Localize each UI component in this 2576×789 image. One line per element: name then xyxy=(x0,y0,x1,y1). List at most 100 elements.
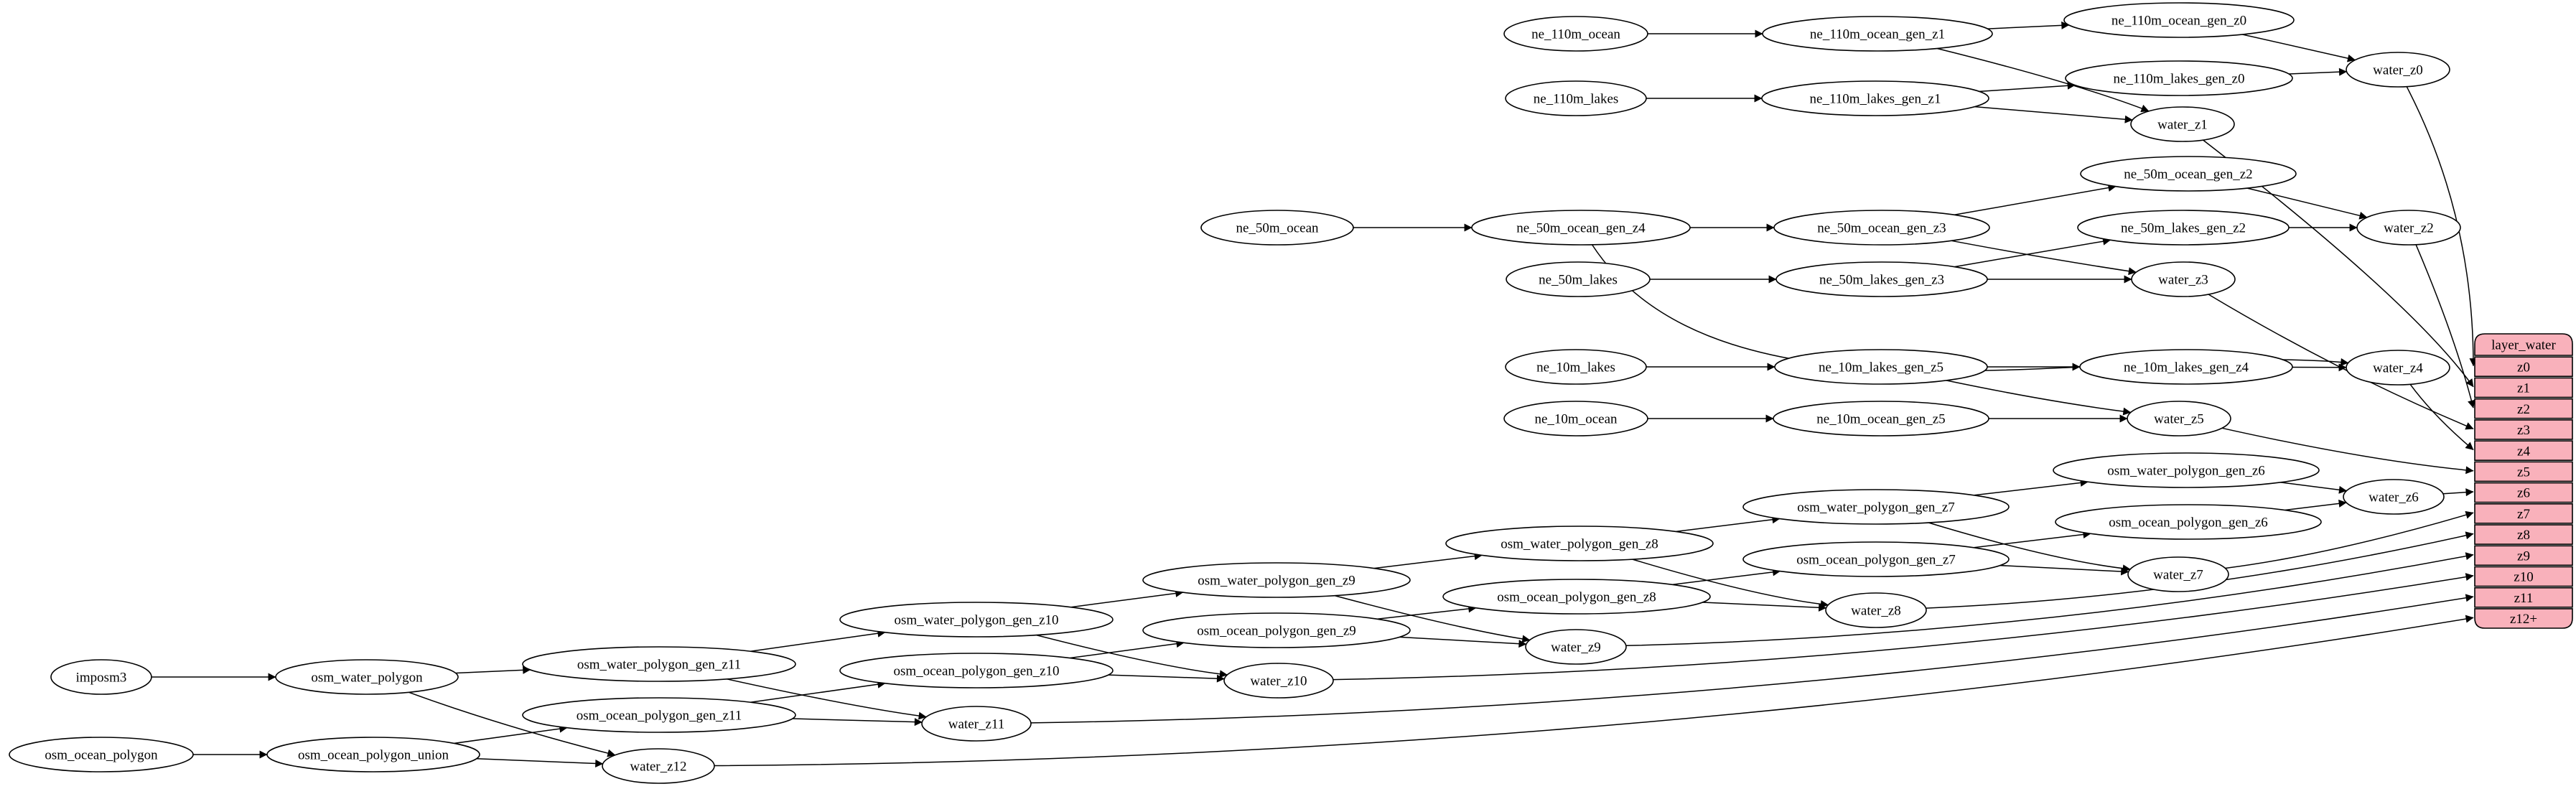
table-row-z10 xyxy=(2474,566,2573,587)
node-osm_water_polygon_gen_z9: osm_water_polygon_gen_z9 xyxy=(1142,562,1411,598)
table-layer_water: layer_waterz0z1z2z3z4z5z6z7z8z9z10z11z12… xyxy=(2474,333,2573,629)
node-ne_50m_lakes_gen_z3: ne_50m_lakes_gen_z3 xyxy=(1775,261,1988,297)
node-label-water_z10: water_z10 xyxy=(1250,674,1307,689)
node-ellipse-osm_ocean_polygon xyxy=(9,737,194,772)
edge-osm_ocean_polygon_gen_z8-to-osm_ocean_polygon_gen_z7 xyxy=(1672,568,1781,586)
node-ne_50m_ocean_gen_z2: ne_50m_ocean_gen_z2 xyxy=(2080,156,2297,192)
node-label-ne_10m_lakes_gen_z5: ne_10m_lakes_gen_z5 xyxy=(1819,360,1943,375)
table-row-label-z9: z9 xyxy=(2517,548,2530,564)
edge-ne_50m_ocean_gen_z3-to-ne_50m_ocean_gen_z2 xyxy=(1954,184,2117,216)
edge-osm_water_polygon_gen_z9-to-water_z9 xyxy=(1334,594,1531,643)
edge-osm_water_polygon_gen_z8-to-water_z8 xyxy=(1632,559,1829,608)
node-label-osm_ocean_polygon_gen_z11: osm_ocean_polygon_gen_z11 xyxy=(577,709,742,724)
node-label-water_z2: water_z2 xyxy=(2384,221,2434,236)
node-label-water_z6: water_z6 xyxy=(2369,490,2419,505)
node-water_z1: water_z1 xyxy=(2130,106,2235,142)
node-water_z0: water_z0 xyxy=(2346,52,2450,88)
node-water_z5: water_z5 xyxy=(2127,401,2231,436)
node-osm_ocean_polygon: osm_ocean_polygon xyxy=(9,737,194,772)
node-ellipse-ne_10m_ocean xyxy=(1503,401,1648,436)
node-ellipse-osm_water_polygon xyxy=(275,659,459,695)
node-osm_water_polygon_gen_z11: osm_water_polygon_gen_z11 xyxy=(522,646,796,682)
node-osm_ocean_polygon_gen_z11: osm_ocean_polygon_gen_z11 xyxy=(522,697,796,733)
edge-ne_50m_ocean_gen_z2-to-water_z2 xyxy=(2247,187,2368,220)
table-row-z11 xyxy=(2474,587,2573,608)
table-row-label-z10: z10 xyxy=(2514,570,2533,585)
node-ellipse-osm_water_polygon_gen_z10 xyxy=(839,602,1114,638)
edge-water_z11-to-layer_water-z11 xyxy=(1030,594,2474,724)
node-label-osm_water_polygon: osm_water_polygon xyxy=(311,671,423,686)
node-ne_10m_lakes: ne_10m_lakes xyxy=(1505,349,1647,385)
table-row-label-z0: z0 xyxy=(2517,360,2530,375)
table-row-z6 xyxy=(2474,482,2573,503)
node-ellipse-ne_50m_ocean_gen_z2 xyxy=(2080,156,2297,192)
node-label-ne_10m_ocean_gen_z5: ne_10m_ocean_gen_z5 xyxy=(1816,412,1945,427)
node-ellipse-ne_10m_ocean_gen_z5 xyxy=(1773,401,1989,436)
node-label-water_z3: water_z3 xyxy=(2158,273,2208,288)
edge-osm_ocean_polygon_gen_z9-to-water_z9 xyxy=(1399,636,1527,648)
node-ne_10m_ocean: ne_10m_ocean xyxy=(1503,401,1648,436)
edge-water_z12-to-layer_water-z12+ xyxy=(714,615,2474,767)
edge-water_z5-to-layer_water-z5 xyxy=(2221,427,2474,475)
table-row-label-z8: z8 xyxy=(2517,528,2530,543)
node-label-osm_water_polygon_gen_z9: osm_water_polygon_gen_z9 xyxy=(1198,574,1355,589)
node-label-osm_ocean_polygon_gen_z7: osm_ocean_polygon_gen_z7 xyxy=(1796,553,1956,568)
node-ellipse-ne_110m_lakes xyxy=(1505,80,1647,116)
node-osm_water_polygon_gen_z6: osm_water_polygon_gen_z6 xyxy=(2053,452,2320,488)
node-osm_water_polygon_gen_z10: osm_water_polygon_gen_z10 xyxy=(839,602,1114,638)
edge-osm_water_polygon_gen_z11-to-osm_water_polygon_gen_z10 xyxy=(750,629,886,652)
table-row-z4 xyxy=(2474,440,2573,461)
edge-osm_water_polygon_gen_z10-to-water_z10 xyxy=(1036,634,1228,678)
node-label-ne_110m_ocean_gen_z0: ne_110m_ocean_gen_z0 xyxy=(2111,14,2246,29)
node-ne_110m_ocean_gen_z0: ne_110m_ocean_gen_z0 xyxy=(2063,2,2295,38)
table-row-z5 xyxy=(2474,461,2573,482)
node-osm_water_polygon: osm_water_polygon xyxy=(275,659,459,695)
node-ellipse-osm_ocean_polygon_gen_z9 xyxy=(1142,612,1411,648)
edge-osm_ocean_polygon_gen_z11-to-water_z11 xyxy=(792,718,923,727)
node-osm_ocean_polygon_union: osm_ocean_polygon_union xyxy=(266,737,480,772)
node-ellipse-ne_50m_lakes xyxy=(1506,261,1651,297)
node-label-ne_50m_ocean_gen_z2: ne_50m_ocean_gen_z2 xyxy=(2124,167,2252,182)
node-ne_10m_lakes_gen_z4: ne_10m_lakes_gen_z4 xyxy=(2079,349,2293,385)
node-label-osm_water_polygon_gen_z8: osm_water_polygon_gen_z8 xyxy=(1501,537,1658,552)
node-ne_50m_ocean_gen_z3: ne_50m_ocean_gen_z3 xyxy=(1773,210,1990,246)
node-water_z4: water_z4 xyxy=(2346,350,2450,386)
node-label-ne_50m_lakes_gen_z3: ne_50m_lakes_gen_z3 xyxy=(1819,273,1944,288)
table-row-z1 xyxy=(2474,377,2573,398)
node-label-osm_ocean_polygon_gen_z6: osm_ocean_polygon_gen_z6 xyxy=(2109,515,2268,531)
node-label-ne_10m_ocean: ne_10m_ocean xyxy=(1534,412,1618,427)
edge-osm_ocean_polygon_gen_z11-to-osm_ocean_polygon_gen_z10 xyxy=(750,680,886,703)
edge-osm_water_polygon_gen_z9-to-osm_water_polygon_gen_z8 xyxy=(1373,552,1483,569)
edge-osm_ocean_polygon_gen_z10-to-water_z10 xyxy=(1108,674,1225,683)
node-ellipse-water_z12 xyxy=(602,748,715,784)
node-ellipse-osm_water_polygon_gen_z6 xyxy=(2053,452,2320,488)
edge-osm_ocean_polygon_union-to-water_z12 xyxy=(476,758,604,767)
table-row-z9 xyxy=(2474,545,2573,566)
node-label-ne_50m_lakes: ne_50m_lakes xyxy=(1539,273,1618,288)
node-ne_110m_lakes_gen_z0: ne_110m_lakes_gen_z0 xyxy=(2065,60,2293,96)
table-row-label-z6: z6 xyxy=(2517,486,2530,501)
node-ellipse-ne_50m_lakes_gen_z2 xyxy=(2077,210,2290,246)
node-water_z7: water_z7 xyxy=(2127,556,2229,592)
edge-ne_50m_ocean_gen_z3-to-water_z3 xyxy=(1951,240,2137,276)
edge-osm_water_polygon_gen_z7-to-osm_water_polygon_gen_z6 xyxy=(1974,478,2089,496)
node-water_z3: water_z3 xyxy=(2131,261,2236,297)
edge-ne_110m_ocean_gen_z1-to-water_z1 xyxy=(1936,47,2150,113)
node-label-ne_50m_ocean_gen_z3: ne_50m_ocean_gen_z3 xyxy=(1817,221,1946,236)
node-label-water_z1: water_z1 xyxy=(2157,118,2208,133)
node-ellipse-ne_110m_ocean_gen_z0 xyxy=(2063,2,2295,38)
edge-water_z2-to-layer_water-z2 xyxy=(2415,244,2475,408)
node-ne_50m_ocean: ne_50m_ocean xyxy=(1200,210,1354,246)
node-ne_110m_lakes: ne_110m_lakes xyxy=(1505,80,1647,116)
node-ellipse-water_z4 xyxy=(2346,350,2450,386)
node-ellipse-ne_110m_ocean_gen_z1 xyxy=(1762,16,1993,52)
node-water_z9: water_z9 xyxy=(1525,629,1627,665)
table-row-label-z12+: z12+ xyxy=(2510,612,2537,627)
node-ellipse-water_z9 xyxy=(1525,629,1627,665)
table-row-label-z1: z1 xyxy=(2517,381,2530,396)
node-label-ne_10m_lakes: ne_10m_lakes xyxy=(1536,360,1615,375)
node-ellipse-ne_50m_lakes_gen_z3 xyxy=(1775,261,1988,297)
node-label-osm_ocean_polygon: osm_ocean_polygon xyxy=(45,748,158,763)
edge-osm_water_polygon_gen_z8-to-osm_water_polygon_gen_z7 xyxy=(1676,515,1781,533)
